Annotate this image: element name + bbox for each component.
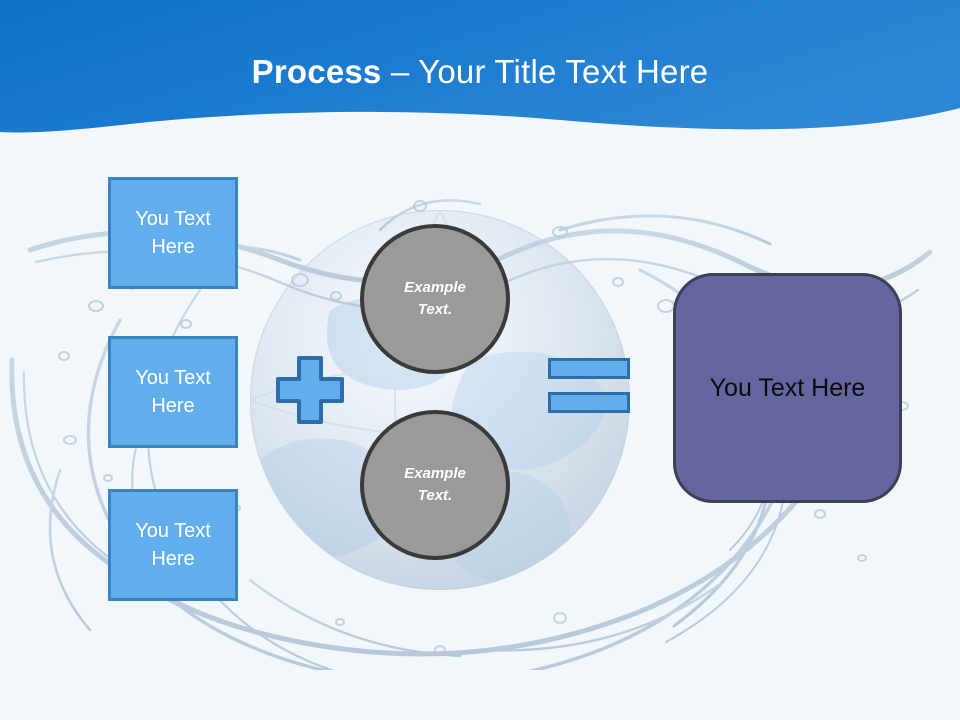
input-box-2[interactable]: You Text Here xyxy=(108,336,238,448)
example-circle-1-line1: Example xyxy=(404,279,466,296)
equals-bar-top xyxy=(548,358,630,379)
page-title-rest: – Your Title Text Here xyxy=(381,53,709,90)
example-circle-2-line1: Example xyxy=(404,465,466,482)
example-circle-1-line2: Text. xyxy=(417,301,453,318)
input-box-1-label: You Text Here xyxy=(135,208,211,258)
input-box-2-label: You Text Here xyxy=(135,367,211,417)
example-circle-1[interactable]: Example Text. xyxy=(360,224,510,374)
equals-sign-icon xyxy=(548,358,630,416)
equals-bar-bottom xyxy=(548,392,630,413)
example-circle-2-line2: Text. xyxy=(417,487,453,504)
example-circle-2[interactable]: Example Text. xyxy=(360,410,510,560)
header-band xyxy=(0,0,960,133)
input-box-3-label: You Text Here xyxy=(135,520,211,570)
input-box-3[interactable]: You Text Here xyxy=(108,489,238,601)
result-box[interactable]: You Text Here xyxy=(673,273,902,503)
page-title-strong: Process xyxy=(251,53,382,90)
input-box-1[interactable]: You Text Here xyxy=(108,177,238,289)
plus-sign-icon xyxy=(276,356,344,424)
page-title: Process – Your Title Text Here xyxy=(0,52,960,92)
result-box-label: You Text Here xyxy=(709,373,866,402)
